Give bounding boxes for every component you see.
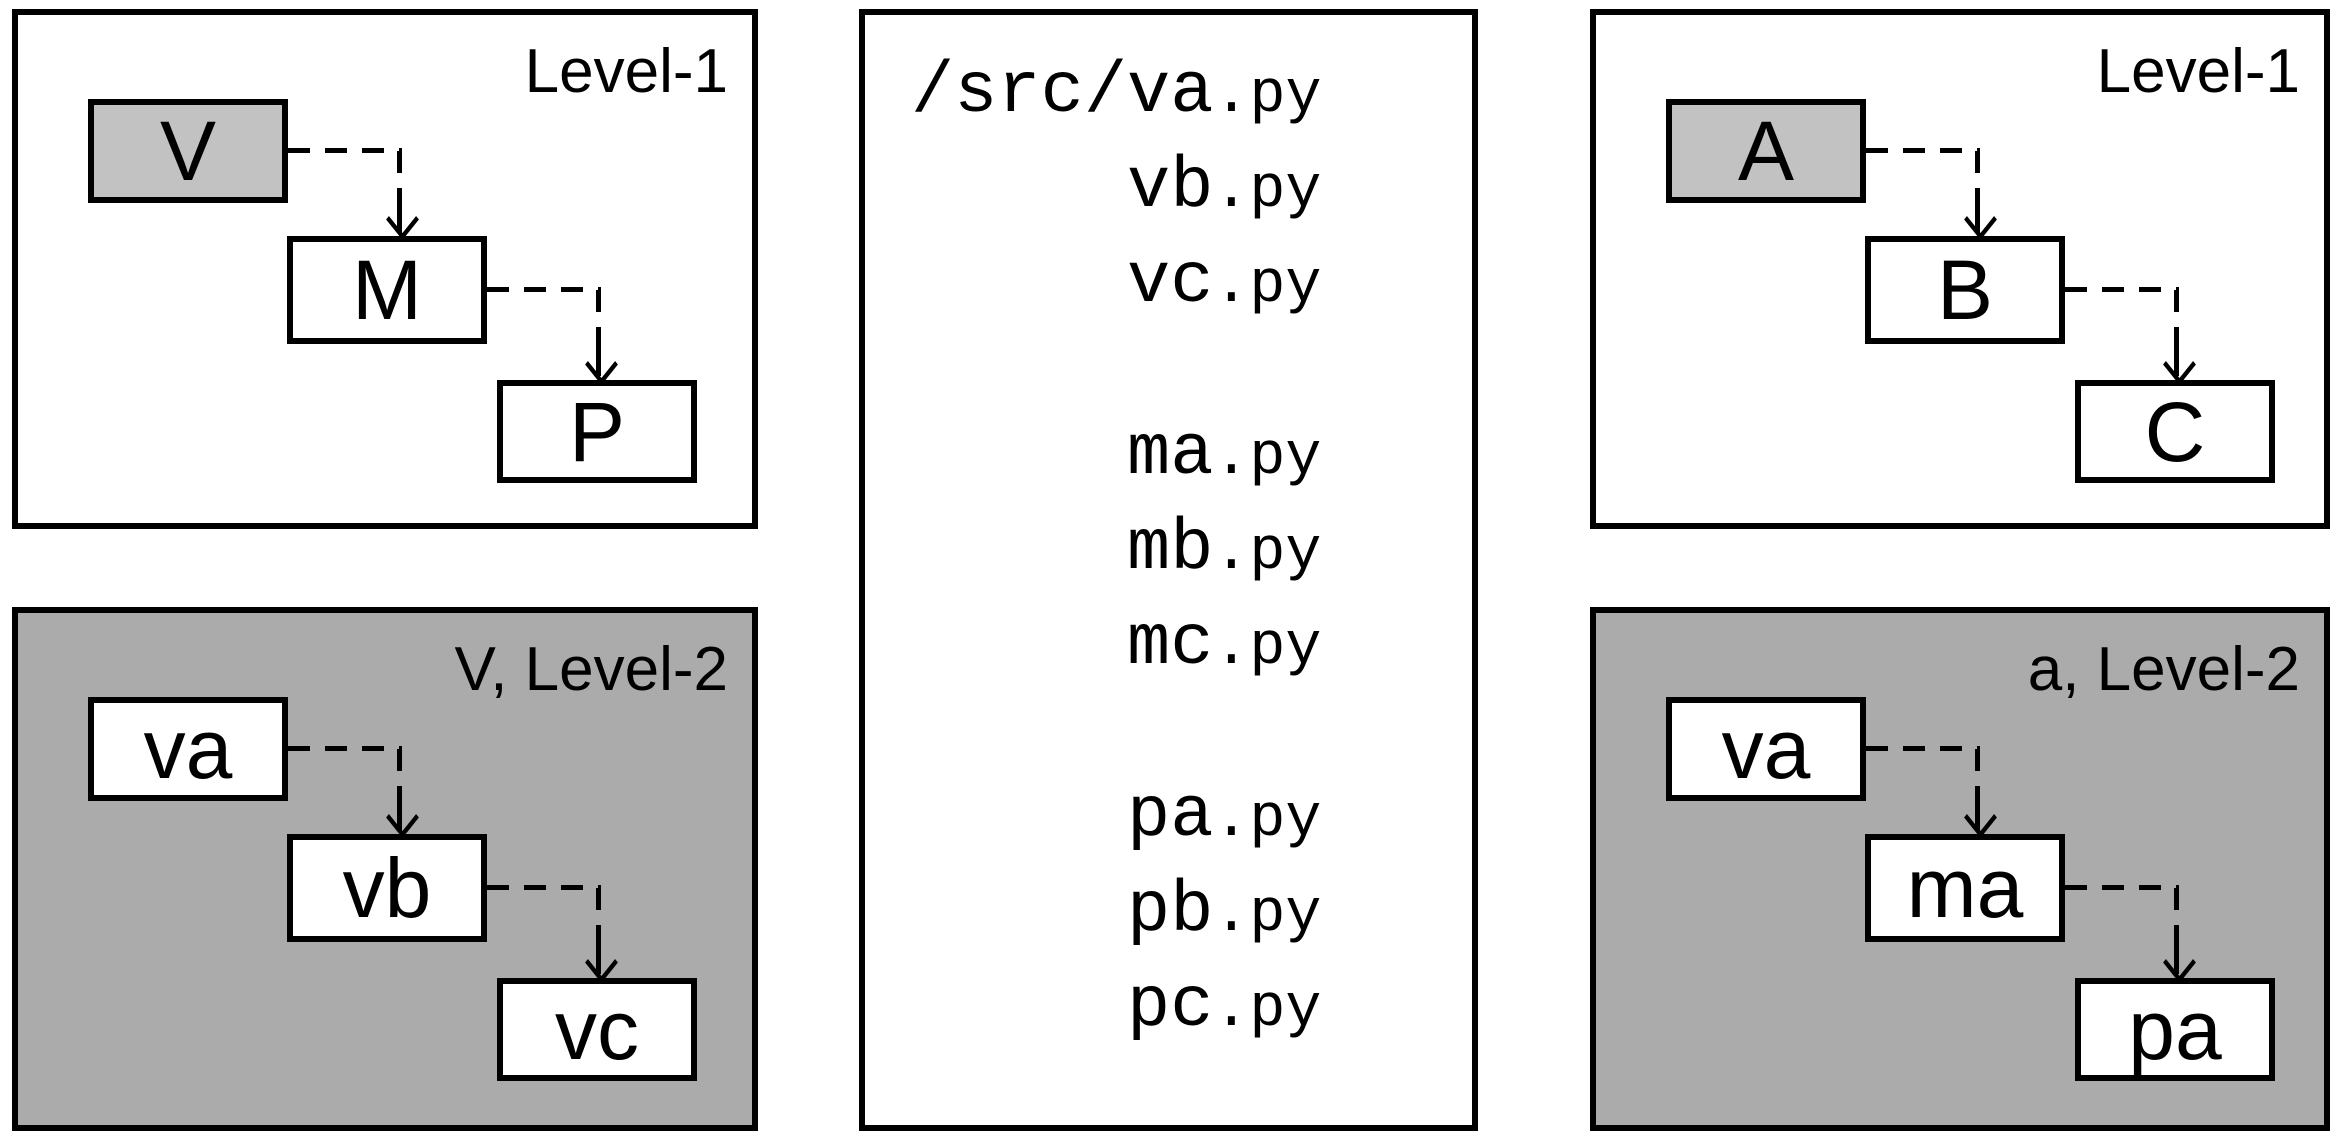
- file-extension: .py: [1213, 614, 1322, 682]
- arrow-shaft-vertical: [2174, 888, 2179, 946]
- arrow-shaft-tip: [397, 209, 402, 233]
- file-extension: .py: [1213, 786, 1322, 854]
- arrow-head-icon: [386, 198, 419, 241]
- panel-level1-right: Level-1 A B C: [1590, 9, 2330, 529]
- path-prefix: /src/: [911, 51, 1128, 133]
- arrow-shaft-horizontal: [2065, 885, 2179, 890]
- file-base-name: mb: [1127, 508, 1214, 590]
- arrow-shaft-tip: [596, 348, 601, 376]
- file-entry: /src/va.py: [911, 45, 1322, 140]
- node-v: V: [88, 99, 288, 203]
- file-base-name: vb: [1127, 146, 1214, 228]
- panel-label: a, Level-2: [2027, 635, 2300, 704]
- arrow-head-icon: [1964, 796, 1997, 839]
- arrow-shaft-vertical: [596, 888, 601, 946]
- panel-label: Level-1: [2096, 37, 2300, 106]
- arrow-shaft-tip: [2174, 946, 2179, 974]
- panel-file-listing: /src/va.py vb.py vc.py ma.py mb.py mc.py…: [859, 9, 1478, 1131]
- arrow-shaft-vertical: [2174, 290, 2179, 348]
- node-p: P: [497, 380, 697, 483]
- node-pa: pa: [2075, 978, 2275, 1081]
- arrow-shaft-horizontal: [288, 148, 402, 153]
- file-entry: mc.py: [911, 597, 1322, 692]
- node-m: M: [287, 236, 487, 344]
- file-extension: .py: [1213, 881, 1322, 949]
- panel-level1-left: Level-1 V M P: [12, 9, 758, 529]
- arrow-head-icon: [386, 796, 419, 839]
- file-group-v: /src/va.py vb.py vc.py: [911, 45, 1322, 330]
- arrow-shaft-horizontal: [487, 287, 601, 292]
- file-base-name: va: [1127, 51, 1214, 133]
- file-list: /src/va.py vb.py vc.py ma.py mb.py mc.py…: [911, 45, 1322, 1054]
- arrow-shaft-horizontal: [1866, 148, 1980, 153]
- node-va: va: [88, 697, 288, 801]
- panel-label: V, Level-2: [454, 635, 728, 704]
- arrow-shaft-tip: [1975, 209, 1980, 233]
- file-entry: pb.py: [911, 864, 1322, 959]
- arrow-shaft-horizontal: [288, 746, 402, 751]
- file-base-name: pb: [1127, 870, 1214, 952]
- arrow-head-icon: [585, 941, 618, 984]
- file-extension: .py: [1213, 519, 1322, 587]
- file-extension: .py: [1213, 424, 1322, 492]
- file-entry: pa.py: [911, 769, 1322, 864]
- arrow-shaft-vertical: [1975, 749, 1980, 807]
- arrow-shaft-horizontal: [1866, 746, 1980, 751]
- arrow-shaft-vertical: [397, 749, 402, 807]
- node-va: va: [1666, 697, 1866, 801]
- node-c: C: [2075, 380, 2275, 483]
- arrow-shaft-tip: [596, 946, 601, 974]
- node-a: A: [1666, 99, 1866, 203]
- panel-level2-v: V, Level-2 va vb vc: [12, 607, 758, 1131]
- file-extension: .py: [1213, 62, 1322, 130]
- arrow-head-icon: [2163, 343, 2196, 386]
- node-vb: vb: [287, 834, 487, 942]
- file-group-m: ma.py mb.py mc.py: [911, 407, 1322, 692]
- arrow-head-icon: [585, 343, 618, 386]
- file-entry: ma.py: [911, 407, 1322, 502]
- panel-label: Level-1: [524, 37, 728, 106]
- file-base-name: pc: [1127, 965, 1214, 1047]
- file-base-name: vc: [1127, 241, 1214, 323]
- file-entry: mb.py: [911, 502, 1322, 597]
- node-ma: ma: [1865, 834, 2065, 942]
- arrow-shaft-vertical: [596, 290, 601, 348]
- arrow-shaft-vertical: [1975, 151, 1980, 209]
- file-base-name: pa: [1127, 775, 1214, 857]
- file-extension: .py: [1213, 976, 1322, 1044]
- arrow-shaft-vertical: [397, 151, 402, 209]
- file-extension: .py: [1213, 157, 1322, 225]
- node-b: B: [1865, 236, 2065, 344]
- file-extension: .py: [1213, 252, 1322, 320]
- file-entry: pc.py: [911, 959, 1322, 1054]
- file-group-p: pa.py pb.py pc.py: [911, 769, 1322, 1054]
- file-base-name: ma: [1127, 413, 1214, 495]
- file-entry: vb.py: [911, 140, 1322, 235]
- node-vc: vc: [497, 978, 697, 1081]
- panel-level2-a: a, Level-2 va ma pa: [1590, 607, 2330, 1131]
- arrow-shaft-horizontal: [2065, 287, 2179, 292]
- arrow-shaft-tip: [397, 807, 402, 831]
- arrow-shaft-tip: [1975, 807, 1980, 831]
- arrow-shaft-horizontal: [487, 885, 601, 890]
- arrow-shaft-tip: [2174, 348, 2179, 376]
- arrow-head-icon: [2163, 941, 2196, 984]
- file-base-name: mc: [1127, 603, 1214, 685]
- arrow-head-icon: [1964, 198, 1997, 241]
- file-entry: vc.py: [911, 235, 1322, 330]
